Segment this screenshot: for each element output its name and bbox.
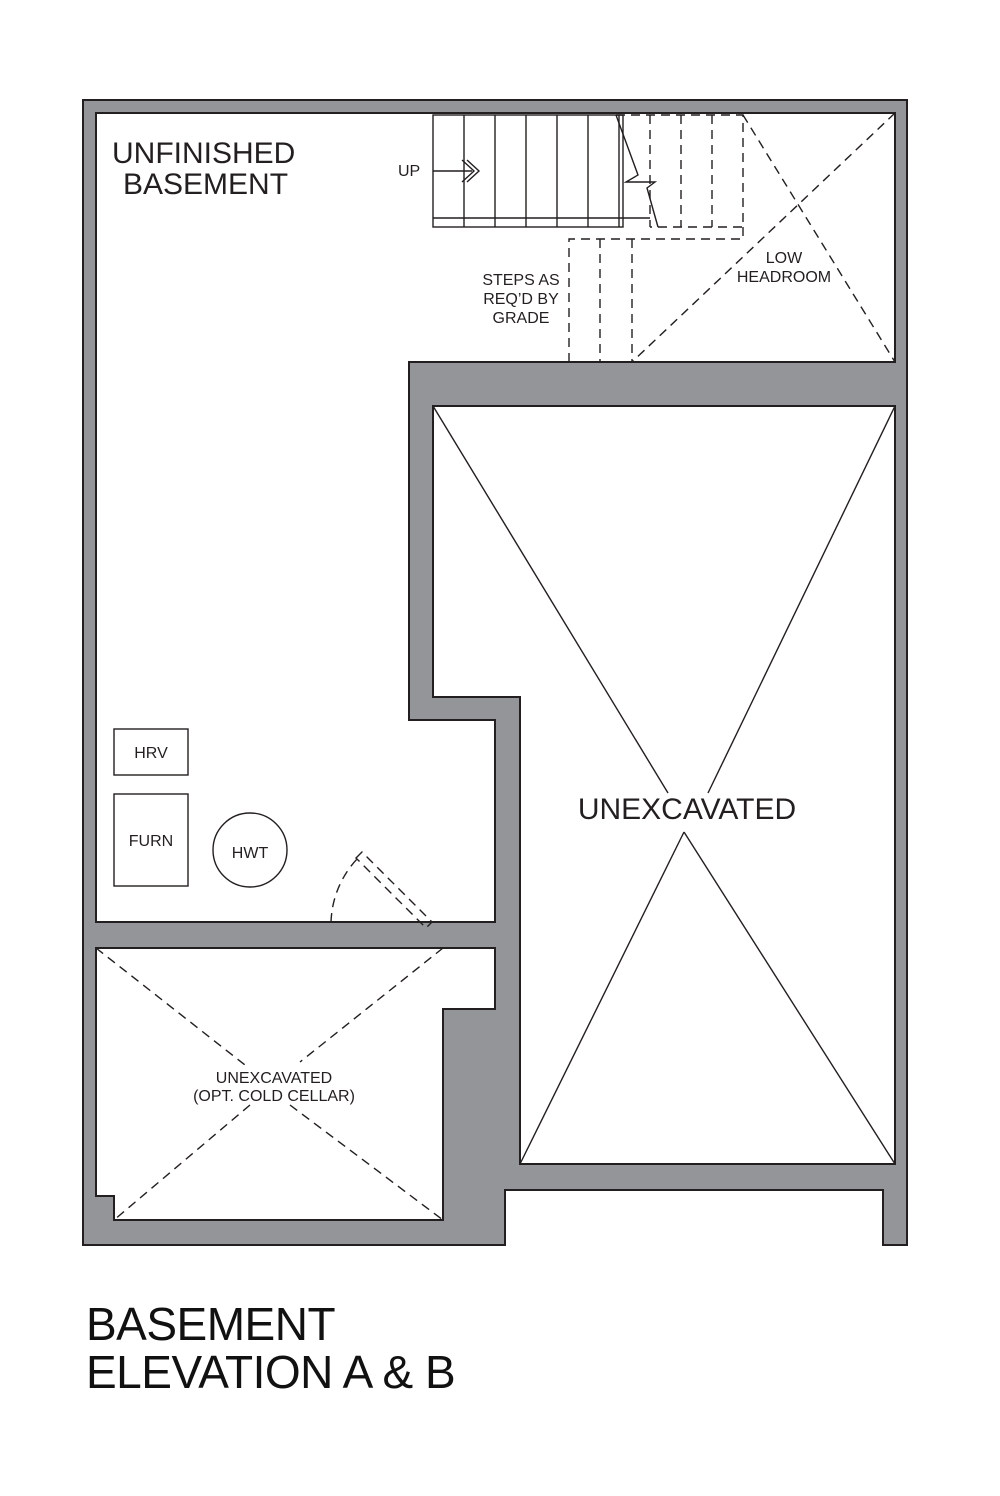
- cold-cellar-x-line: [95, 947, 246, 1066]
- cold-cellar-room: [95, 947, 496, 1221]
- hwt-label: HWT: [232, 845, 269, 862]
- low-headroom-x-line: [631, 112, 896, 363]
- unfinished-basement-label: UNFINISHED: [112, 137, 295, 170]
- staircase: [432, 114, 744, 362]
- stair-up-label: UP: [398, 163, 420, 180]
- unexcavated-x-line: [683, 831, 896, 1165]
- door[interactable]: [330, 851, 433, 929]
- unfinished-basement-label: BASEMENT: [123, 168, 288, 201]
- cold-cellar-label: (OPT. COLD CELLAR): [193, 1088, 355, 1105]
- plan-title: BASEMENT ELEVATION A & B: [86, 1298, 456, 1398]
- low-headroom-label: LOW: [766, 250, 803, 267]
- furnace-unit: [113, 793, 189, 887]
- cold-cellar-x-line: [299, 947, 444, 1063]
- unexcavated-label: UNEXCAVATED: [578, 793, 796, 826]
- unexcavated-x-line: [432, 405, 669, 794]
- hot-water-tank: [212, 812, 288, 888]
- unexcavated-x-line: [707, 405, 896, 794]
- cold-cellar-label: UNEXCAVATED: [216, 1070, 332, 1087]
- cold-cellar-x-line: [289, 1104, 444, 1221]
- steps-note-label: REQ’D BY: [483, 291, 559, 308]
- up-arrow-icon: [461, 159, 476, 183]
- hrv-label: HRV: [134, 745, 168, 762]
- hrv-unit: [113, 728, 189, 776]
- plan-title-line1: BASEMENT: [86, 1298, 336, 1350]
- steps-note-label: GRADE: [493, 310, 550, 327]
- low-headroom-x-line: [742, 114, 896, 363]
- unexcavated-x-line: [519, 831, 685, 1165]
- steps-note-label: STEPS AS: [482, 272, 559, 289]
- plan-title-line2: ELEVATION A & B: [86, 1346, 456, 1398]
- low-headroom-label: HEADROOM: [737, 269, 831, 286]
- unfinished-basement-room: [95, 112, 896, 923]
- furnace-label: FURN: [129, 833, 173, 850]
